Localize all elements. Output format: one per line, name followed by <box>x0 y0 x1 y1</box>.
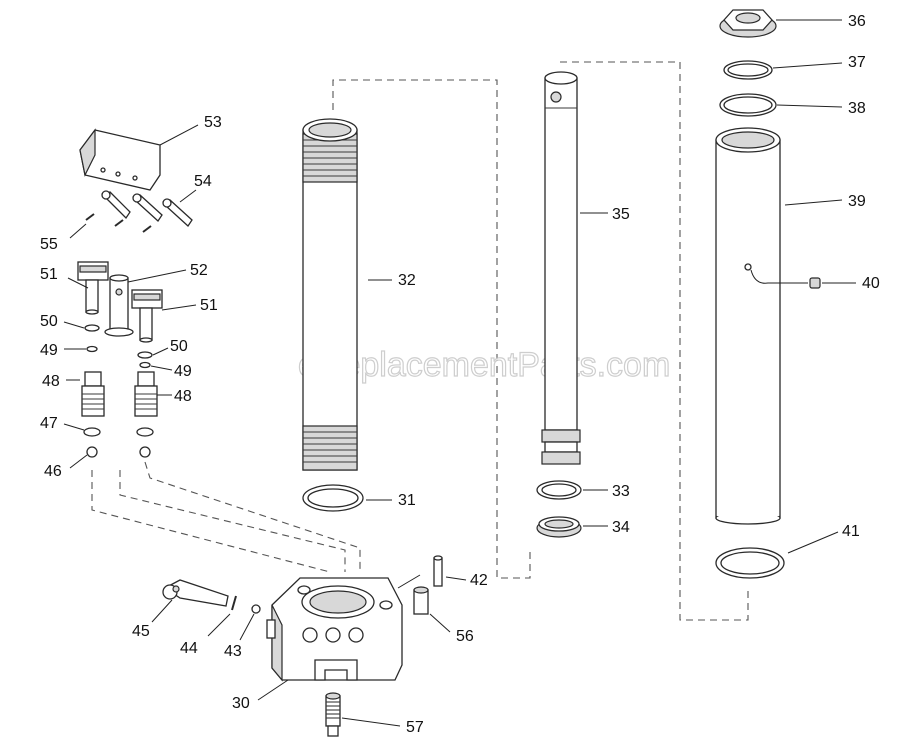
part-37-ring[interactable] <box>723 60 773 80</box>
watermark: eReplacementParts.com <box>298 346 670 384</box>
label-30: 30 <box>232 695 250 712</box>
label-50-right: 50 <box>170 338 188 355</box>
part-48-right-cylinder[interactable] <box>134 371 158 417</box>
part-55-clips[interactable] <box>85 213 152 233</box>
leader-lines <box>63 19 856 727</box>
label-35: 35 <box>612 206 630 223</box>
label-52: 52 <box>190 262 208 279</box>
label-37: 37 <box>848 54 866 71</box>
part-50-left-washer[interactable] <box>84 324 100 332</box>
part-52-pump-link[interactable] <box>104 274 134 337</box>
part-31-seal-ring[interactable] <box>302 484 364 512</box>
label-32: 32 <box>398 272 416 289</box>
label-53: 53 <box>204 114 222 131</box>
part-40-fill-plug[interactable] <box>750 269 821 289</box>
part-30-base[interactable] <box>266 577 403 682</box>
label-34: 34 <box>612 519 630 536</box>
label-48-left: 48 <box>42 373 60 390</box>
label-31: 31 <box>398 492 416 509</box>
label-44: 44 <box>180 640 198 657</box>
label-47: 47 <box>40 415 58 432</box>
part-47-left-seal[interactable] <box>83 427 101 437</box>
label-41: 41 <box>842 523 860 540</box>
part-34-cup-seal[interactable] <box>536 516 582 538</box>
part-42-pin[interactable] <box>433 555 443 587</box>
label-57: 57 <box>406 719 424 736</box>
label-56: 56 <box>456 628 474 645</box>
label-51-left: 51 <box>40 266 58 283</box>
label-50-left: 50 <box>40 313 58 330</box>
part-50-right-washer[interactable] <box>137 351 153 359</box>
part-53-handle-bracket[interactable] <box>79 128 161 191</box>
part-51-left-pump-piston[interactable] <box>77 261 109 315</box>
label-45: 45 <box>132 623 150 640</box>
part-39-reservoir[interactable] <box>715 127 781 525</box>
part-46-right-ball[interactable] <box>139 446 151 458</box>
part-45-plunger[interactable] <box>162 579 229 607</box>
part-48-left-cylinder[interactable] <box>81 371 105 417</box>
label-55: 55 <box>40 236 58 253</box>
label-38: 38 <box>848 100 866 117</box>
label-46: 46 <box>44 463 62 480</box>
part-41-large-seal[interactable] <box>715 547 785 579</box>
label-43: 43 <box>224 643 242 660</box>
part-49-right-washer[interactable] <box>139 361 151 369</box>
part-56-bushing[interactable] <box>413 586 429 615</box>
part-36-top-nut[interactable] <box>719 9 777 38</box>
part-44-pin[interactable] <box>231 595 237 611</box>
label-49-right: 49 <box>174 363 192 380</box>
part-33-ring[interactable] <box>536 480 582 500</box>
part-35-ram[interactable] <box>541 71 581 465</box>
part-54-pins[interactable] <box>101 190 193 227</box>
label-54: 54 <box>194 173 212 190</box>
part-38-ring[interactable] <box>719 93 777 117</box>
label-49-left: 49 <box>40 342 58 359</box>
part-46-left-ball[interactable] <box>86 446 98 458</box>
part-47-right-seal[interactable] <box>136 427 154 437</box>
label-51-right: 51 <box>200 297 218 314</box>
part-51-right-pump-piston[interactable] <box>131 289 163 343</box>
label-48-right: 48 <box>174 388 192 405</box>
label-42: 42 <box>470 572 488 589</box>
assembly-dash-lines <box>91 61 749 621</box>
label-33: 33 <box>612 483 630 500</box>
part-49-left-washer[interactable] <box>86 345 98 353</box>
label-36: 36 <box>848 13 866 30</box>
label-40: 40 <box>862 275 880 292</box>
part-32-inner-cylinder[interactable] <box>302 118 358 471</box>
label-39: 39 <box>848 193 866 210</box>
part-43-ball[interactable] <box>251 604 261 614</box>
part-57-release-valve[interactable] <box>325 692 341 737</box>
part-labels: 32 31 33 34 35 36 37 38 39 40 41 42 56 5… <box>40 13 880 736</box>
